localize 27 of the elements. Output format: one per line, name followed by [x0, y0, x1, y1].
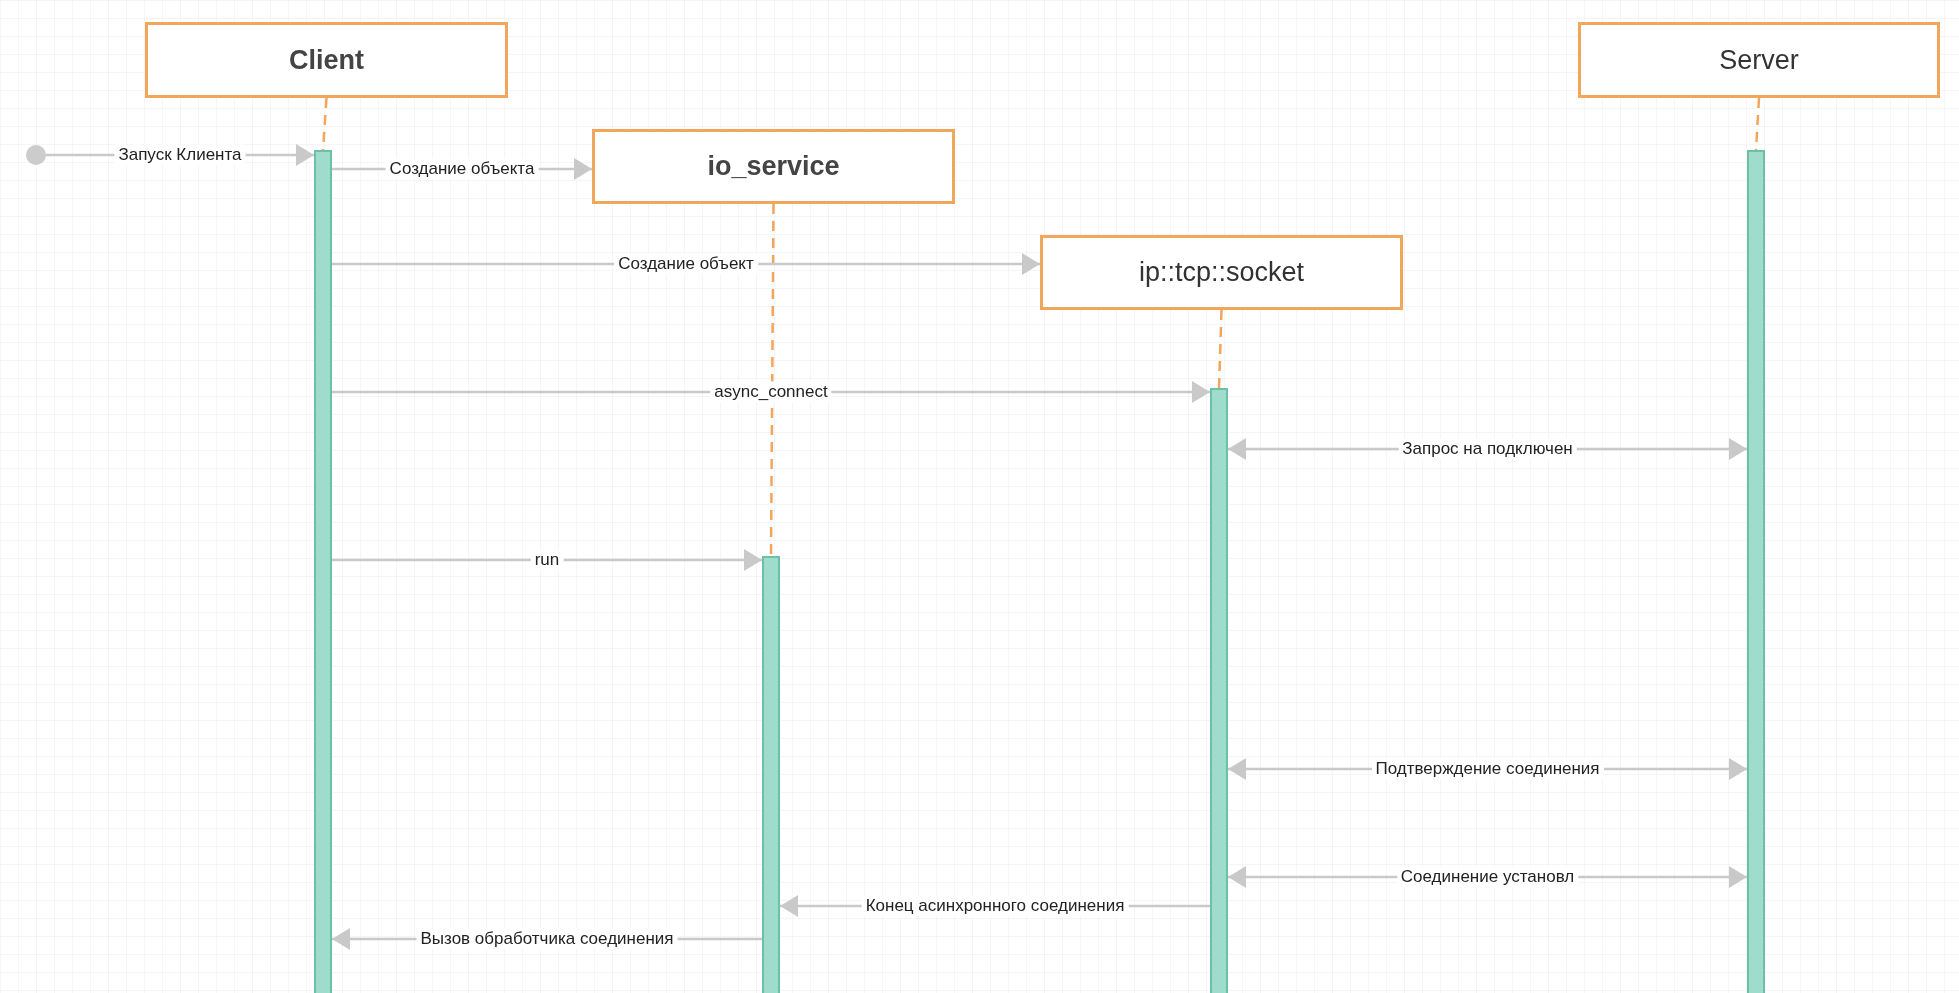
edge-label: async_connect — [710, 381, 832, 403]
edge-label: Соединение установл — [1396, 866, 1579, 888]
edge-label: Вызов обработчика соединения — [416, 928, 678, 950]
activation-bar — [762, 556, 780, 993]
lifeline — [321, 97, 328, 151]
object-name: Client — [289, 43, 364, 77]
object-name: io_service — [707, 150, 840, 184]
object-box — [145, 22, 508, 98]
lifeline — [1754, 97, 1761, 151]
object-name: Server — [1719, 43, 1799, 77]
object-box — [1040, 235, 1403, 310]
activation-bar — [1210, 388, 1228, 993]
object-name: ip::tcp::socket — [1138, 256, 1305, 290]
edge-label: Подтверждение соединения — [1371, 758, 1604, 780]
edge-label: Создание объект — [614, 253, 758, 275]
edge-label: Запрос на подключен — [1398, 438, 1577, 460]
edge-label: Конец асинхронного соединения — [861, 895, 1129, 917]
edge-label: run — [530, 549, 564, 571]
lifeline — [1217, 309, 1223, 389]
object-box — [1578, 22, 1940, 98]
lifeline — [769, 204, 775, 556]
edge-label: Создание объекта — [385, 158, 539, 180]
edge-label: Запуск Клиента — [114, 144, 246, 166]
activation-bar — [314, 150, 332, 993]
arrow — [332, 549, 762, 571]
activation-bar — [1747, 150, 1765, 993]
object-box — [592, 129, 955, 204]
